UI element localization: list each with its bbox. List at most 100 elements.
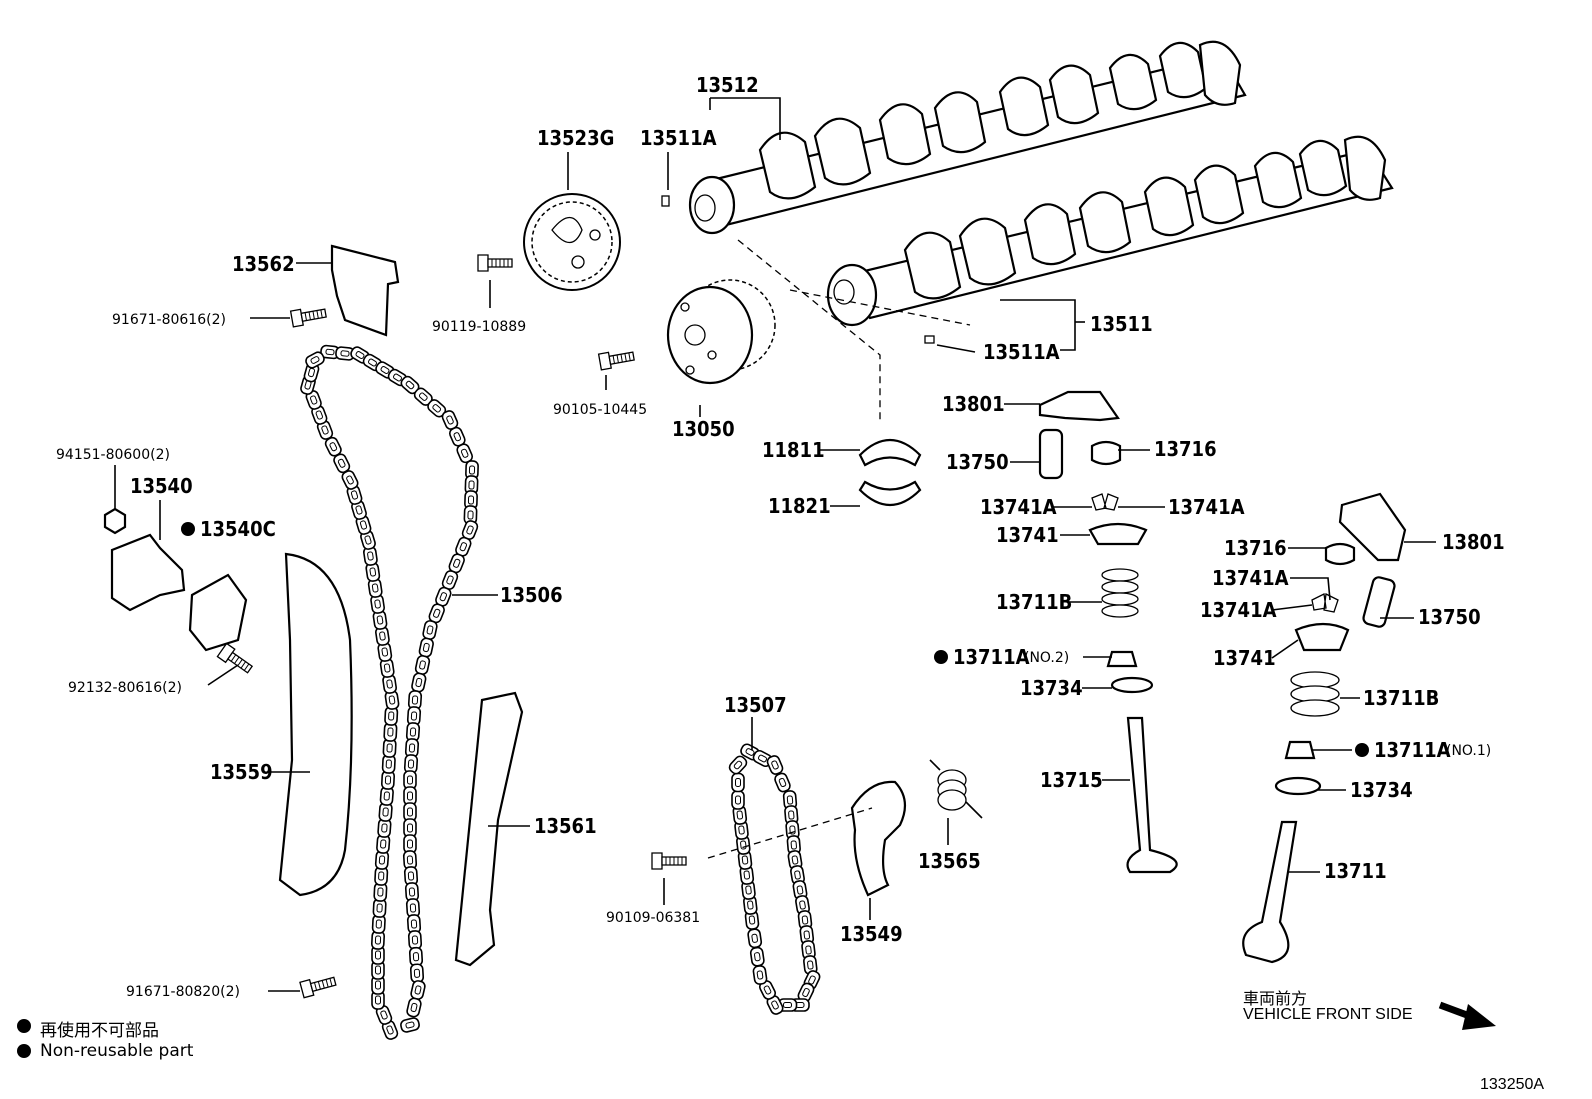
chain-link (746, 927, 763, 949)
non-reusable-mark-13540C (181, 522, 195, 536)
non-reusable-mark-no2 (934, 650, 948, 664)
label-13741A-r: 13741A (1168, 495, 1245, 519)
chain-link (417, 636, 435, 659)
seat-13734-a (1110, 676, 1154, 694)
chain-link (772, 771, 793, 794)
label-13511: 13511 (1090, 312, 1153, 336)
guide-plate-13562 (330, 244, 400, 337)
sprocket-13523G (523, 193, 621, 291)
rocker-arm-13801-b (1338, 492, 1407, 562)
bolt-90109-06381 (651, 852, 687, 870)
label-13523G: 13523G (537, 126, 614, 150)
stud-92132-80616 (216, 642, 256, 677)
label-92132-80616: 92132-80616(2) (68, 680, 182, 696)
valve-13715 (1126, 716, 1178, 874)
seal-13711A-no1 (1284, 740, 1316, 760)
label-13565: 13565 (918, 849, 981, 873)
figure-id: 133250A (1480, 1076, 1545, 1093)
seat-13734-b (1274, 776, 1322, 796)
label-13734-a: 13734 (1020, 676, 1083, 700)
label-13549: 13549 (840, 922, 903, 946)
label-91671-80820: 91671-80820(2) (126, 984, 240, 1000)
bolt-90119-10889 (477, 254, 513, 272)
label-13512: 13512 (696, 73, 759, 97)
chain-link (407, 929, 423, 951)
label-13715: 13715 (1040, 768, 1103, 792)
label-13559: 13559 (210, 760, 273, 784)
chain-slipper-13559 (278, 552, 353, 897)
label-13511A-low: 13511A (983, 340, 1060, 364)
label-13801-a: 13801 (942, 392, 1005, 416)
label-13711A-no2-suffix: (NO.2) (1024, 650, 1069, 666)
chain-13507 (726, 741, 823, 1017)
label-13561: 13561 (534, 814, 597, 838)
label-13741-a: 13741 (996, 523, 1059, 547)
tensioner-13540 (110, 533, 186, 612)
camshaft-13512 (661, 40, 1247, 235)
label-13734-b: 13734 (1350, 778, 1413, 802)
gasket-13540C (188, 573, 248, 652)
label-11811: 11811 (762, 438, 825, 462)
chain-link (765, 753, 785, 777)
pad-13716-a (1090, 440, 1122, 466)
vvt-13050 (666, 279, 776, 385)
label-13711A-no2: 13711A (953, 645, 1030, 669)
label-13801-b: 13801 (1442, 530, 1505, 554)
bolt-90105-10445 (597, 347, 636, 371)
chain-link (405, 996, 423, 1019)
label-13506: 13506 (500, 583, 563, 607)
pad-13716-b (1324, 542, 1356, 566)
label-13507: 13507 (724, 693, 787, 717)
label-13750-b: 13750 (1418, 605, 1481, 629)
label-13716-a: 13716 (1154, 437, 1217, 461)
tensioner-arm-13549 (850, 780, 907, 897)
adjuster-13750-a (1038, 428, 1064, 480)
label-94151-80600: 94151-80600(2) (56, 447, 170, 463)
chain-link (413, 654, 432, 676)
bearing-11821 (858, 480, 922, 506)
chain-link (731, 790, 745, 810)
spring-13711B-b (1290, 671, 1340, 717)
legend-en: Non-reusable part (40, 1041, 194, 1061)
valve-13711 (1242, 820, 1298, 964)
chain-link (410, 671, 428, 694)
chain-guide-13561 (454, 691, 524, 967)
chain-link (408, 946, 424, 967)
camshaft-13511 (826, 135, 1394, 344)
bolt-91671-80616 (289, 304, 328, 328)
adjuster-13750-b (1362, 576, 1396, 628)
chain-link (726, 753, 750, 777)
label-90105-10445: 90105-10445 (553, 402, 647, 418)
label-13711A-no1: 13711A (1374, 738, 1451, 762)
label-13711B-a: 13711B (996, 590, 1072, 614)
front-arrow-icon (1438, 1001, 1496, 1030)
legend-dot-en (17, 1044, 31, 1058)
nut-94151-80600 (103, 507, 127, 535)
label-13741A-l: 13741A (980, 495, 1057, 519)
spring-13711B-a (1101, 568, 1139, 618)
bearing-11811 (858, 439, 922, 467)
label-13716-b: 13716 (1224, 536, 1287, 560)
label-13711A-no1-suffix: (NO.1) (1446, 743, 1491, 759)
leader-lines (114, 97, 1436, 992)
label-13741A-b1: 13741A (1212, 566, 1289, 590)
label-13562: 13562 (232, 252, 295, 276)
legend-jp: 再使用不可部品 (40, 1021, 159, 1041)
label-13511A-top: 13511A (640, 126, 717, 150)
legend-dot-jp (17, 1019, 31, 1033)
label-13711: 13711 (1324, 859, 1387, 883)
orientation-en: VEHICLE FRONT SIDE (1243, 1006, 1413, 1023)
label-90109-06381: 90109-06381 (606, 910, 700, 926)
chain-link (731, 772, 745, 793)
chain-link (421, 619, 439, 641)
rocker-arm-13801-a (1038, 390, 1120, 422)
label-11821: 11821 (768, 494, 831, 518)
chain-link (749, 946, 766, 968)
chain-link (409, 963, 425, 984)
non-reusable-mark-no1 (1355, 743, 1369, 757)
label-13741-b: 13741 (1213, 646, 1276, 670)
chain-link (399, 1016, 421, 1034)
retainer-13741-a (1088, 522, 1148, 546)
chain-link (409, 979, 427, 1001)
